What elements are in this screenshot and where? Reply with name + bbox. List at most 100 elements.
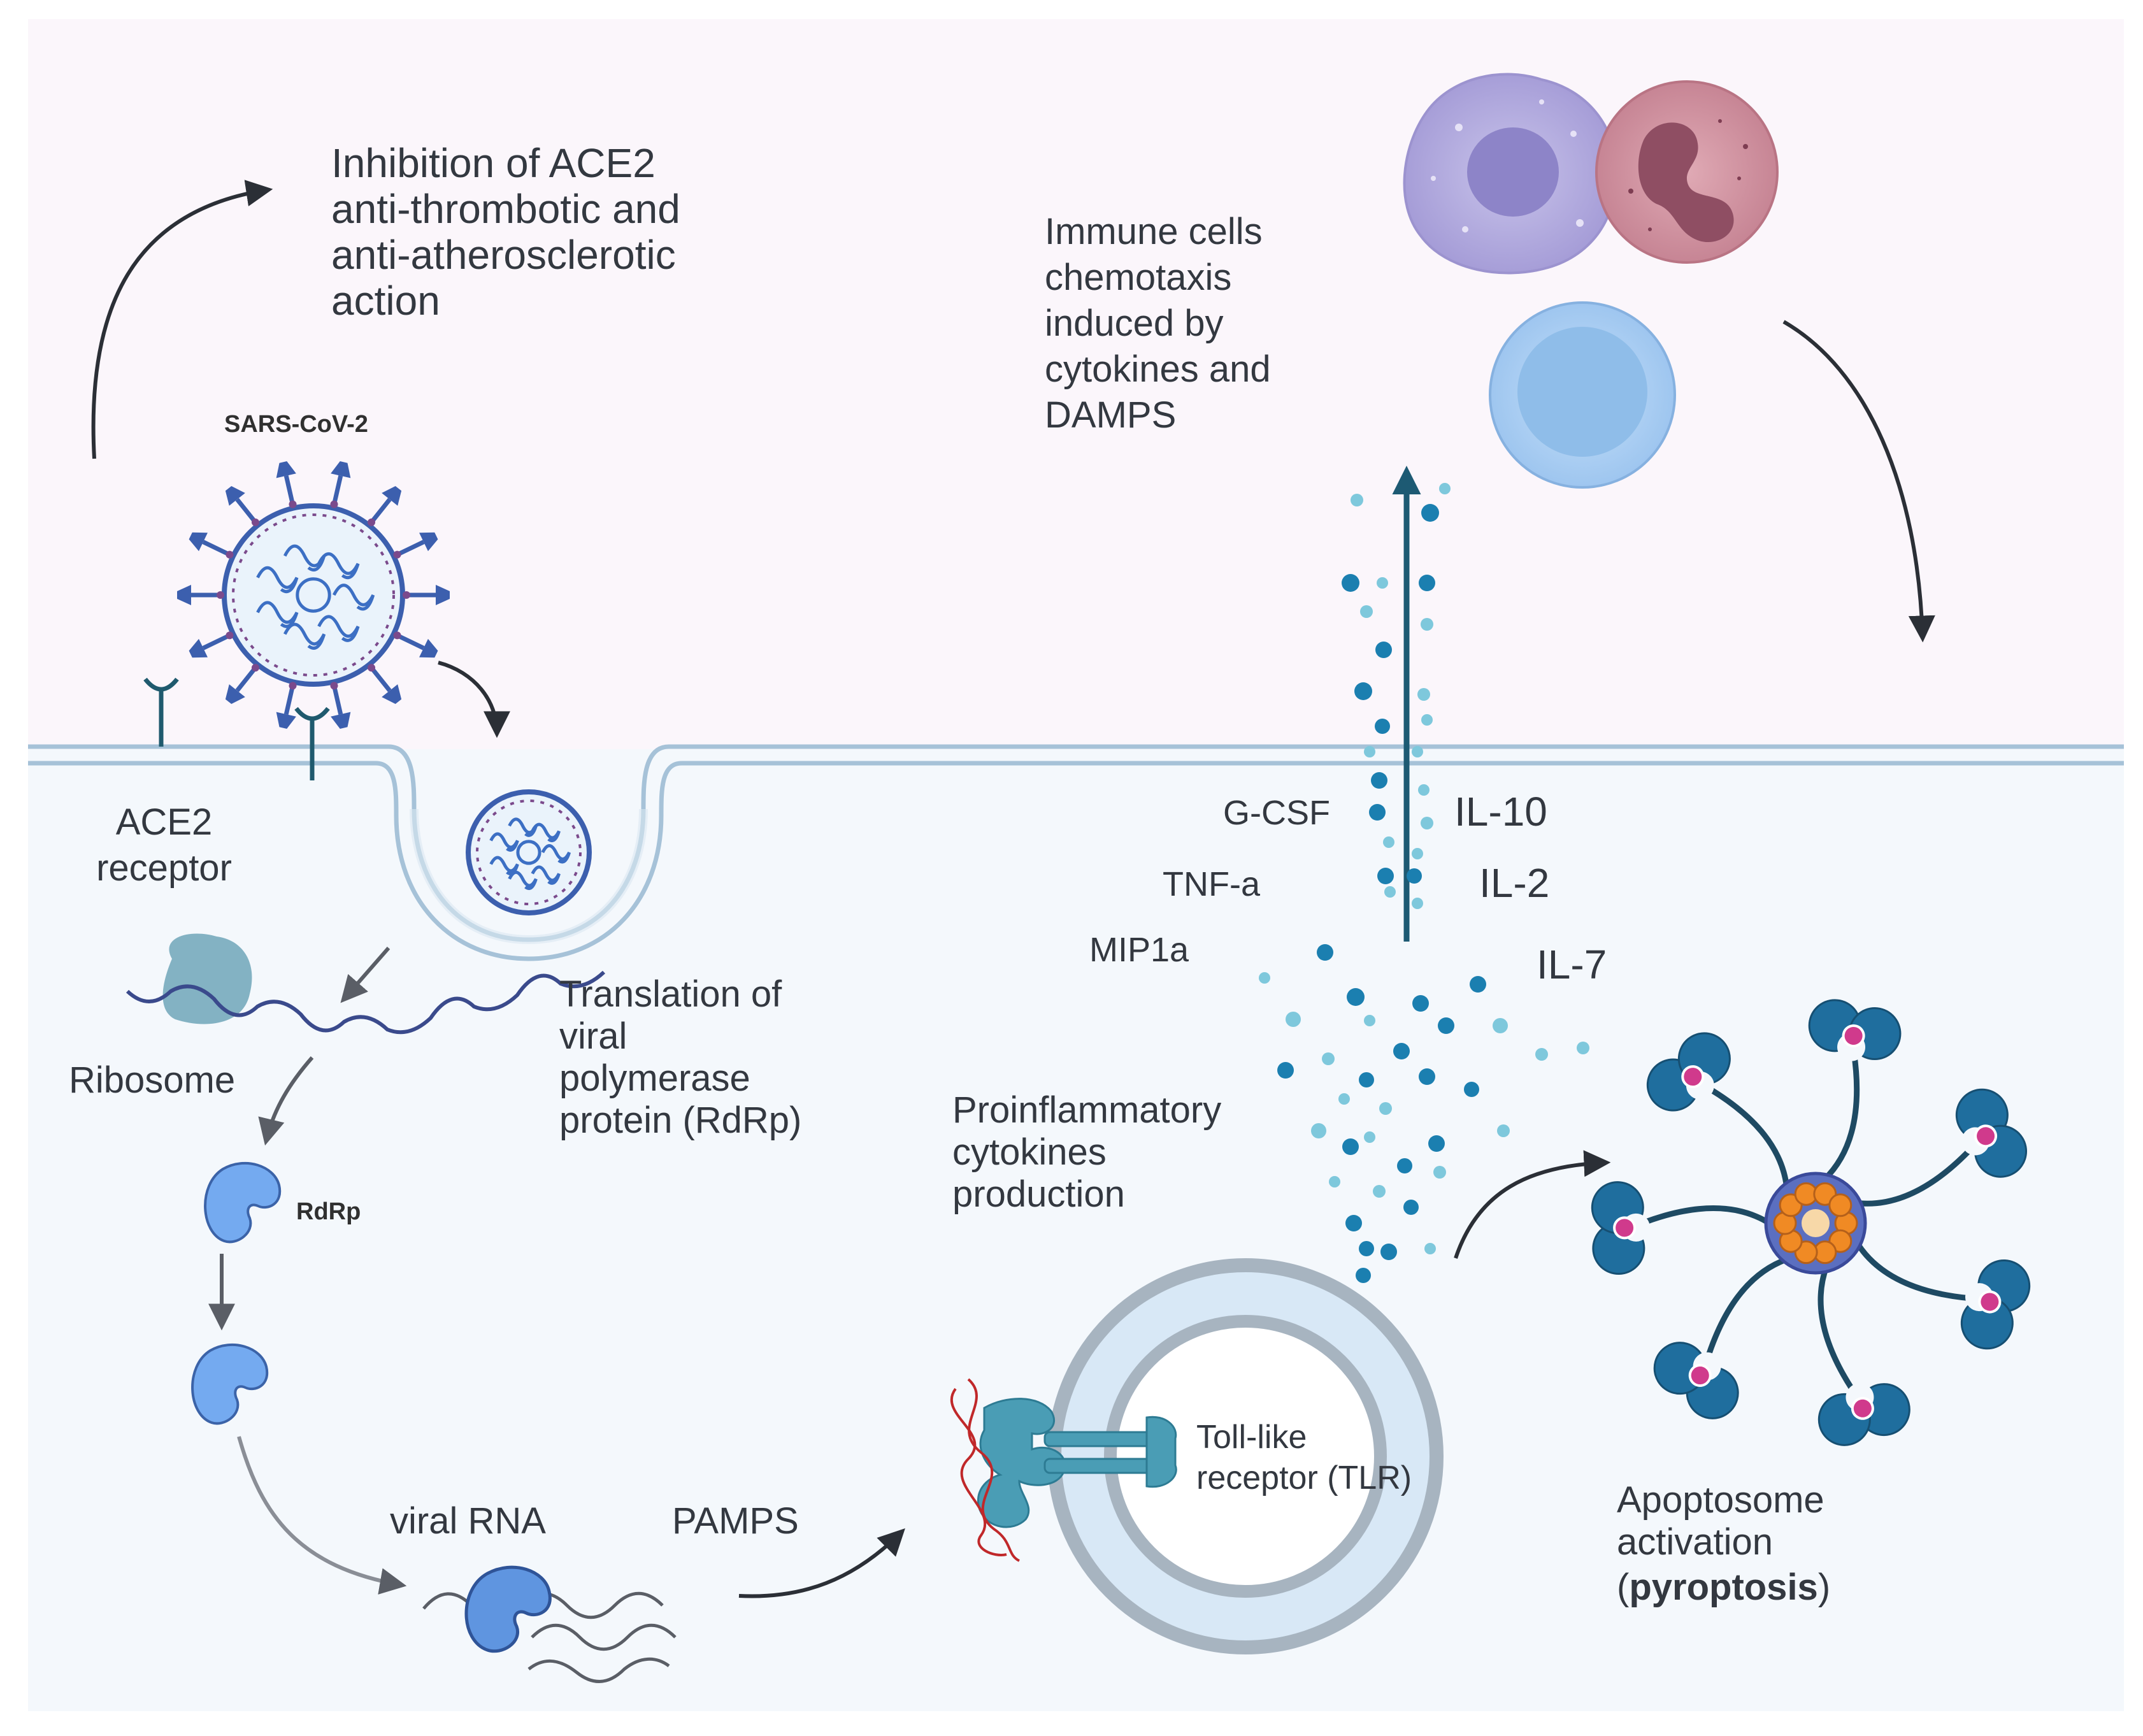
- viral-genome-coil: [508, 870, 538, 891]
- arrow-pamps: [738, 1528, 905, 1598]
- spike-protein: [419, 532, 438, 552]
- apaf1-arm: [1817, 1265, 1864, 1404]
- cytokine-dot: [1373, 1185, 1386, 1198]
- membrane-protein: [289, 500, 297, 508]
- translation-label: Translation of viral polymerase protein …: [559, 973, 802, 1141]
- cytokine-dot: [1375, 642, 1392, 658]
- ace2-receptor-label: ACE2 receptor: [96, 801, 232, 889]
- mip1a-label: MIP1a: [1089, 931, 1189, 969]
- cytokine-dot: [1384, 886, 1396, 898]
- virion-envelope: [466, 789, 592, 915]
- sars-cov-2-virion: [177, 461, 450, 729]
- pyroptosis-term: pyroptosis: [1629, 1567, 1818, 1608]
- apaf1-subunit: [1591, 1181, 1651, 1275]
- cytokine-dot: [1345, 1215, 1362, 1231]
- cytochrome-c: [1688, 1364, 1712, 1388]
- pyroptosis-close-paren: ): [1817, 1567, 1831, 1608]
- rdrp-label: RdRp: [296, 1198, 361, 1225]
- cytokine-dot: [1311, 1123, 1326, 1138]
- cytokine-dot: [1497, 1124, 1510, 1137]
- cytokine-dot: [1418, 784, 1430, 796]
- cytokine-dot: [1412, 898, 1423, 909]
- cytokine-dot: [1356, 1268, 1371, 1283]
- cytokine-dot: [1439, 483, 1451, 494]
- cytokine-dot: [1354, 682, 1372, 700]
- membrane-protein: [226, 631, 234, 640]
- cytokine-dot: [1338, 1093, 1350, 1105]
- cytokine-dot: [1379, 1102, 1392, 1115]
- arrow-entry: [438, 661, 510, 738]
- spike-protein: [189, 638, 208, 658]
- membrane-protein: [330, 682, 338, 690]
- ace2-receptor-left: [143, 677, 179, 747]
- apoptosome: [1591, 999, 2031, 1446]
- rdrp-protein-2: [191, 1344, 269, 1425]
- cytokine-dot: [1417, 688, 1430, 701]
- spike-protein: [382, 684, 402, 705]
- gcsf-label: G-CSF: [1223, 794, 1330, 832]
- endosome-inner: [1104, 1315, 1387, 1598]
- cytokine-dot: [1577, 1042, 1589, 1054]
- cytokine-dot: [1369, 804, 1386, 821]
- apaf1-arm: [1695, 1079, 1790, 1189]
- spike-protein: [331, 712, 351, 729]
- viral-genome-coil: [516, 840, 541, 865]
- tnfa-label: TNF-a: [1163, 865, 1260, 903]
- sars-cov-2-label: SARS-CoV-2: [224, 411, 368, 438]
- ribosome: [162, 933, 252, 1024]
- apaf1-subunit: [1955, 1088, 2028, 1178]
- viral-genome-coil: [317, 615, 360, 642]
- cytokine-dot: [1286, 1012, 1301, 1027]
- cytokine-dot: [1397, 1158, 1412, 1173]
- spike-protein: [225, 485, 245, 506]
- viral-genome-coil: [541, 844, 571, 864]
- viral-genome-coil: [283, 622, 326, 650]
- cytokine-dot: [1329, 1176, 1340, 1187]
- apaf1-subunit: [1817, 1383, 1910, 1446]
- membrane-protein: [226, 550, 234, 559]
- ribosome-label: Ribosome: [69, 1059, 236, 1101]
- dsrna-helix-1: [967, 1378, 1021, 1562]
- viral-genome-coil: [256, 601, 299, 628]
- viral-genome-coil: [489, 832, 519, 852]
- caspase-unit: [1828, 1193, 1853, 1217]
- viral-genome-coil: [489, 856, 519, 875]
- cytokine-dot: [1421, 714, 1433, 726]
- cytokine-dot: [1317, 944, 1333, 961]
- cytokine-dot: [1259, 972, 1270, 984]
- inhibition-label: Inhibition of ACE2 anti-thrombotic and a…: [331, 140, 680, 324]
- viral-genome-coil: [332, 584, 375, 611]
- cytokine-dot: [1407, 868, 1422, 884]
- cytokine-dot: [1360, 605, 1373, 618]
- membrane-protein: [393, 631, 401, 640]
- cytokine-dot: [1383, 836, 1394, 848]
- il2-label: IL-2: [1479, 860, 1550, 906]
- membrane-protein: [393, 550, 401, 559]
- viral-rna-strand-3: [527, 1657, 670, 1683]
- cytokine-dot: [1428, 1135, 1445, 1152]
- membrane-protein: [330, 500, 338, 508]
- spike-protein: [189, 532, 208, 552]
- membrane-protein: [403, 591, 410, 599]
- cytokine-dot: [1393, 1043, 1410, 1059]
- cytokine-dot: [1424, 1243, 1436, 1254]
- membrane-protein: [368, 664, 376, 672]
- cytokine-dot: [1377, 577, 1388, 589]
- cytokine-dots: [1259, 483, 1589, 1283]
- viral-genome-coil: [256, 566, 299, 594]
- viral-genome-coil: [296, 577, 331, 613]
- cytokine-dot: [1412, 848, 1423, 859]
- tlr-label: Toll-like receptor (TLR): [1196, 1419, 1412, 1496]
- virion-membrane-proteins: [232, 513, 395, 677]
- viral-genome-coil: [531, 865, 561, 885]
- neutrophil-cell: [1595, 80, 1779, 264]
- cytokine-dot: [1364, 1131, 1375, 1143]
- cytokine-dot: [1351, 494, 1363, 506]
- cytochrome-c: [1974, 1124, 1998, 1148]
- viral-genome-coil: [531, 822, 561, 842]
- cytokine-dot: [1421, 504, 1439, 522]
- apaf1-arm: [1701, 1256, 1790, 1372]
- macrophage-cell: [1403, 73, 1617, 275]
